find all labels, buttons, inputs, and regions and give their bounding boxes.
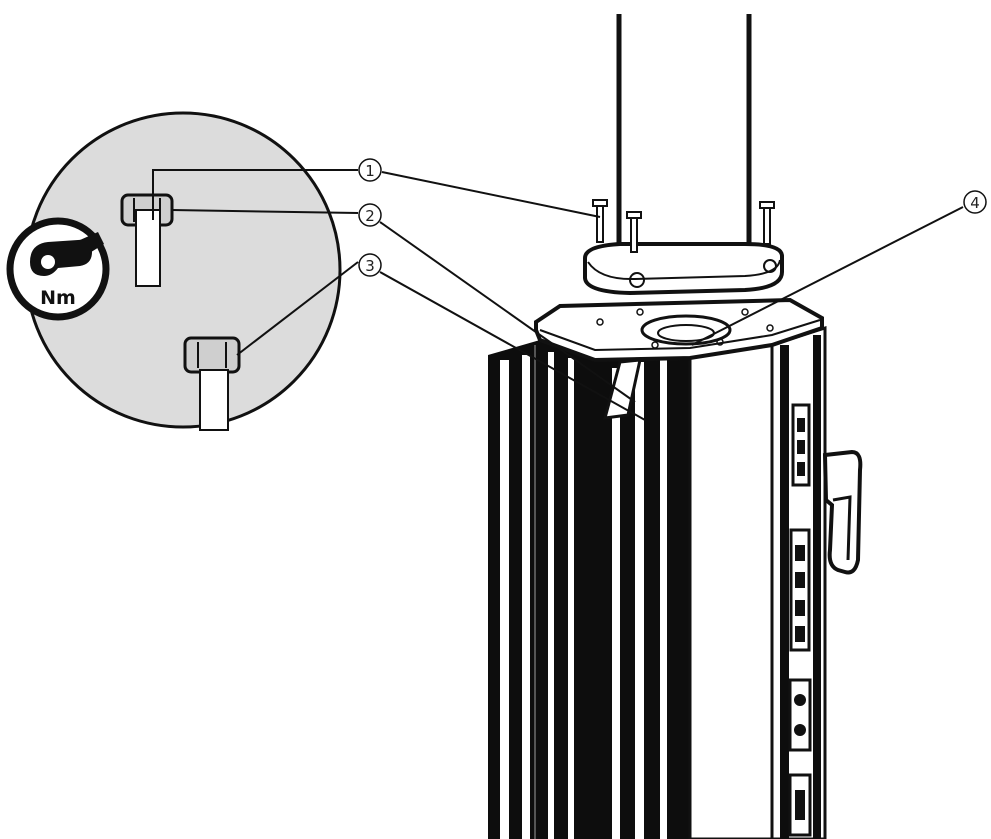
bolt-left — [592, 199, 608, 243]
detail-bolt-bottom — [183, 336, 241, 431]
detail-zoom-circle — [24, 111, 342, 431]
callout-1-label: 1 — [365, 162, 375, 180]
detail-bolt-top — [120, 193, 174, 287]
connector-panel — [788, 403, 812, 837]
upper-tube — [616, 14, 752, 274]
leader-lines — [152, 169, 964, 421]
callout-4: 4 — [963, 190, 987, 214]
callout-2: 2 — [358, 203, 382, 227]
bolts — [592, 199, 775, 253]
bolt-center — [626, 211, 642, 253]
callout-3-label: 3 — [365, 257, 375, 275]
side-handle — [822, 449, 863, 575]
bolt-right — [759, 201, 775, 245]
lower-column — [488, 297, 863, 839]
torque-badge: Nm — [6, 217, 110, 321]
wrench-icon — [30, 232, 104, 276]
callout-1: 1 — [358, 158, 382, 182]
callout-4-label: 4 — [970, 194, 980, 212]
tube-flange — [583, 242, 784, 296]
callout-2-label: 2 — [365, 207, 375, 225]
callout-3: 3 — [358, 253, 382, 277]
torque-label: Nm — [40, 287, 76, 309]
